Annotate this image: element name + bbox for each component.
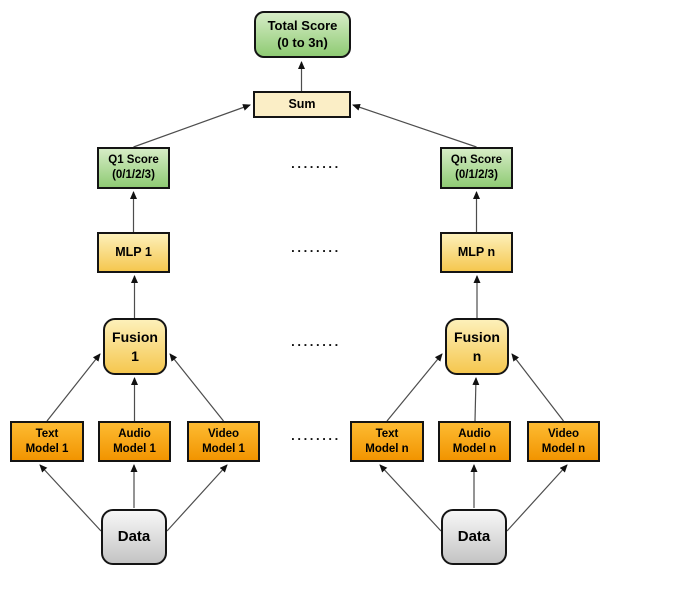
ellipsis-row-models: ........ [291,428,341,443]
node-text-model-1-line2: Model 1 [25,442,69,455]
edge-video1-to-fusion1 [169,353,224,422]
node-data-left-label: Data [117,528,151,546]
edge-textn-to-fusionn [386,353,443,422]
edge-text1-to-fusion1 [46,353,101,422]
node-total-score: Total Score (0 to 3n) [254,11,351,58]
edge-data1-to-video1 [166,464,228,532]
node-sum-label: Sum [288,97,316,112]
node-mlp-n: MLP n [440,232,513,273]
node-qn-score-line2: (0/1/2/3) [455,169,498,181]
node-text-model-1: Text Model 1 [10,421,84,462]
node-video-model-1: Video Model 1 [187,421,260,462]
node-mlp-n-label: MLP n [457,245,496,260]
node-audio-model-n-line1: Audio [458,427,491,440]
node-video-model-1-line1: Video [207,427,240,440]
node-fusion-1-line2: 1 [131,347,139,364]
edge-datan-to-videon [506,464,568,532]
node-data-right-label: Data [457,528,491,546]
node-sum: Sum [253,91,351,118]
node-video-model-n: Video Model n [527,421,600,462]
edge-q1-to-sum [133,104,251,148]
node-qn-score: Qn Score (0/1/2/3) [440,147,513,189]
node-total-score-line1: Total Score [267,17,338,33]
node-total-score-line2: (0 to 3n) [277,34,328,50]
node-text-model-n: Text Model n [350,421,424,462]
node-mlp-1-label: MLP 1 [115,245,152,260]
node-audio-model-1-line2: Model 1 [113,442,156,455]
node-mlp-1: MLP 1 [97,232,170,273]
ellipsis-row-scores: ........ [291,156,341,171]
node-q1-score-line2: (0/1/2/3) [112,169,155,181]
node-q1-score-line1: Q1 Score [108,154,159,167]
node-fusion-1-line1: Fusion [112,329,158,346]
node-fusion-n-line2: n [472,347,482,364]
node-audio-model-n-line2: Model n [452,442,497,455]
ellipsis-row-mlps: ........ [291,240,341,255]
node-qn-score-line1: Qn Score [450,154,503,167]
node-fusion-1: Fusion 1 [103,318,167,375]
node-fusion-n: Fusion n [445,318,509,375]
node-text-model-n-line1: Text [375,427,399,440]
edge-videon-to-fusionn [511,353,564,422]
node-video-model-n-line2: Model n [541,442,586,455]
node-data-right: Data [441,509,507,565]
edge-datan-to-textn [379,464,442,532]
node-video-model-n-line1: Video [547,427,580,440]
node-audio-model-n: Audio Model n [438,421,511,462]
node-text-model-1-line1: Text [35,427,59,440]
node-fusion-n-line1: Fusion [454,329,500,346]
node-data-left: Data [101,509,167,565]
edge-qn-to-sum [352,103,477,148]
node-q1-score: Q1 Score (0/1/2/3) [97,147,170,189]
edge-data1-to-text1 [39,464,102,532]
node-audio-model-1-line1: Audio [118,427,151,440]
node-text-model-n-line2: Model n [365,442,409,455]
node-video-model-1-line2: Model 1 [202,442,245,455]
edge-audion-to-fusionn [472,377,480,422]
node-audio-model-1: Audio Model 1 [98,421,171,462]
ellipsis-row-fusions: ........ [291,334,341,349]
